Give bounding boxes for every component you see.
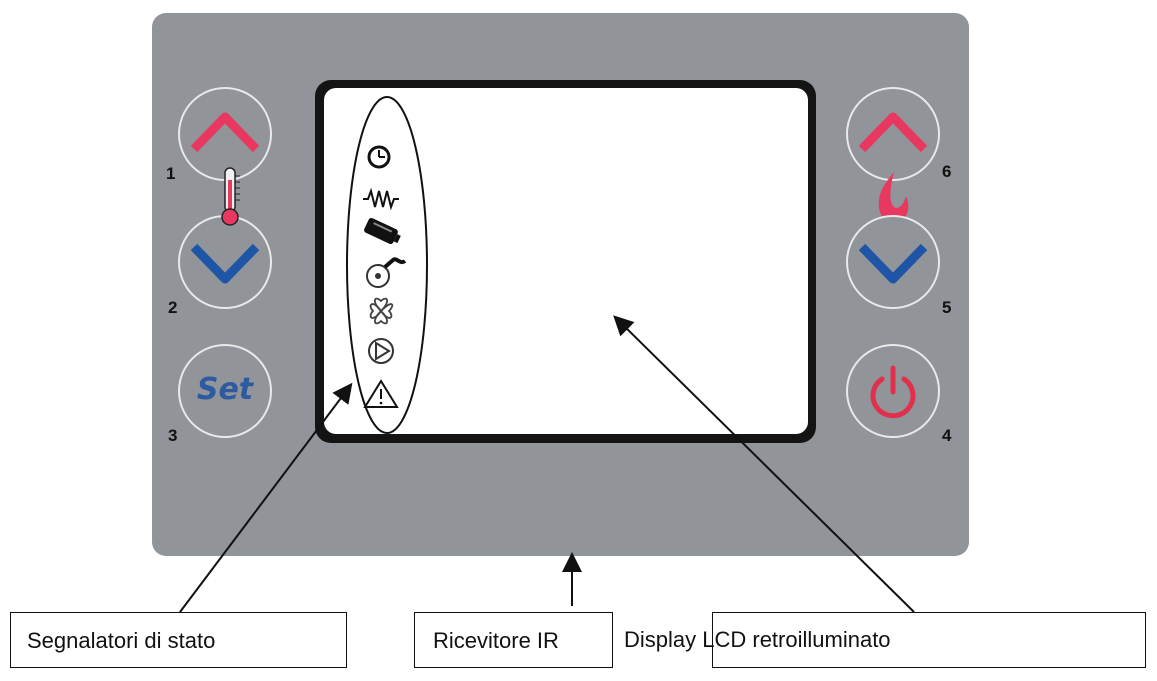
button-number-3: 3 — [168, 426, 178, 445]
pump-icon — [366, 257, 407, 288]
play-icon — [368, 338, 394, 364]
fan-icon — [369, 297, 394, 325]
flame-down-button[interactable] — [846, 215, 940, 309]
ir-receiver-label: Ricevitore IR — [414, 612, 613, 668]
button-number-6: 6 — [942, 162, 952, 181]
battery-icon — [364, 217, 401, 245]
resistor-icon — [363, 187, 399, 211]
warning-icon — [363, 379, 399, 408]
set-label: Set — [196, 372, 254, 407]
lcd-label-box — [712, 612, 1146, 668]
lcd-display-label: Display LCD retroilluminato — [624, 627, 891, 652]
status-indicators-label: Segnalatori di stato — [10, 612, 347, 668]
flame-up-button[interactable] — [846, 87, 940, 181]
chevron-down-icon — [858, 243, 928, 284]
button-number-2: 2 — [168, 298, 178, 317]
chevron-down-icon — [190, 243, 260, 284]
set-button[interactable]: Set — [178, 344, 272, 438]
chevron-up-icon — [190, 112, 260, 153]
temperature-up-button[interactable] — [178, 87, 272, 181]
chevron-up-icon — [858, 112, 928, 153]
temperature-down-button[interactable] — [178, 215, 272, 309]
lcd-callout-arrow — [613, 315, 915, 613]
button-number-1: 1 — [166, 164, 176, 183]
power-icon — [870, 365, 916, 419]
flame-icon — [878, 172, 909, 223]
status-icons-group — [346, 96, 428, 434]
button-number-5: 5 — [942, 298, 952, 317]
power-button[interactable] — [846, 344, 940, 438]
thermometer-icon — [221, 167, 240, 226]
clock-icon — [367, 145, 391, 169]
status-callout-arrow — [179, 382, 353, 613]
button-number-4: 4 — [942, 426, 952, 445]
